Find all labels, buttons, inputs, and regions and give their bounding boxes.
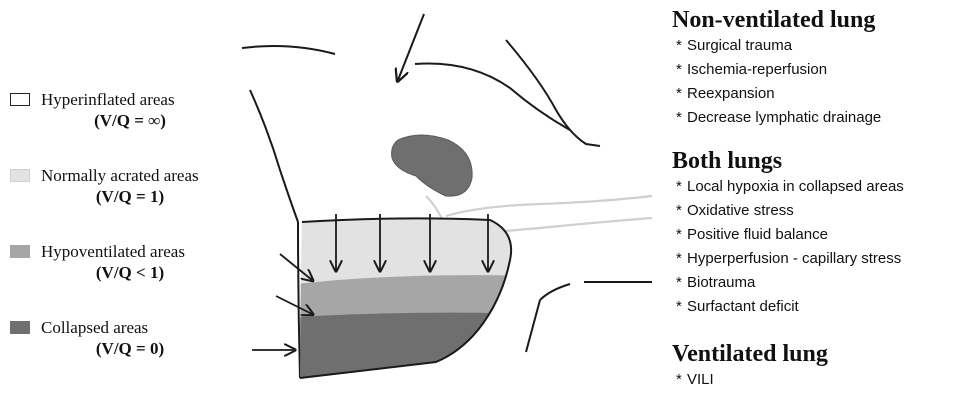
list-item: *VILI (672, 368, 963, 392)
lung-diagram (240, 0, 655, 397)
section-non-ventilated: Non-ventilated lung *Surgical trauma *Is… (672, 6, 963, 130)
hypoventilated-swatch (10, 245, 30, 258)
list-item: *Reexpansion (672, 82, 963, 106)
section-ventilated: Ventilated lung *VILI (672, 340, 963, 392)
legend: Hyperinflated areas (V/Q = ∞) Normally a… (0, 0, 250, 397)
bullet-list: *Surgical trauma *Ischemia-reperfusion *… (672, 34, 963, 130)
legend-formula: (V/Q = 0) (10, 339, 250, 359)
list-item: *Hyperperfusion - capillary stress (672, 247, 963, 271)
section-title: Ventilated lung (672, 340, 963, 368)
hyperinflated-swatch (10, 93, 30, 106)
section-both-lungs: Both lungs *Local hypoxia in collapsed a… (672, 147, 963, 319)
collapsed-region (280, 313, 540, 390)
mediastinum-border (506, 40, 600, 146)
list-item: *Surfactant deficit (672, 295, 963, 319)
section-title: Non-ventilated lung (672, 6, 963, 34)
upper-lung-border (415, 64, 570, 131)
legend-formula: (V/Q < 1) (10, 263, 250, 283)
bullet-list: *VILI (672, 368, 963, 392)
list-item: *Surgical trauma (672, 34, 963, 58)
legend-label: Hypoventilated areas (41, 242, 185, 262)
normal-swatch (10, 169, 30, 182)
legend-label: Hyperinflated areas (41, 90, 175, 110)
pressure-arrow (398, 14, 424, 80)
list-item: *Local hypoxia in collapsed areas (672, 175, 963, 199)
mechanisms-panel: Non-ventilated lung *Surgical trauma *Is… (672, 0, 963, 397)
lower-right-outline (526, 284, 570, 352)
list-item: *Biotrauma (672, 271, 963, 295)
section-title: Both lungs (672, 147, 963, 175)
legend-formula: (V/Q = ∞) (10, 111, 250, 131)
heart-shape (392, 135, 473, 196)
legend-formula: (V/Q = 1) (10, 187, 250, 207)
list-item: *Decrease lymphatic drainage (672, 106, 963, 130)
list-item: *Ischemia-reperfusion (672, 58, 963, 82)
collapsed-swatch (10, 321, 30, 334)
bullet-list: *Local hypoxia in collapsed areas *Oxida… (672, 175, 963, 319)
list-item: *Oxidative stress (672, 199, 963, 223)
legend-label: Normally acrated areas (41, 166, 199, 186)
list-item: *Positive fluid balance (672, 223, 963, 247)
legend-label: Collapsed areas (41, 318, 148, 338)
